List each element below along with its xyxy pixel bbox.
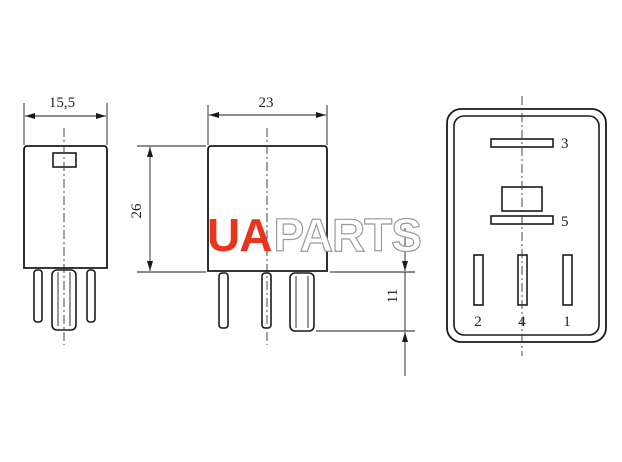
bottom-inner-frame: [453, 115, 600, 336]
front-pin-wide: [289, 272, 315, 332]
front-view: 23 26 11: [129, 95, 415, 376]
height-label: 26: [129, 203, 145, 219]
side-view: 15,5: [23, 95, 108, 345]
front-pin-left: [218, 272, 229, 329]
watermark-ua: UAPARTS: [207, 209, 421, 261]
pin-2-terminal: [473, 254, 484, 306]
front-pin-middle: [261, 272, 272, 329]
pin-2-label: 2: [474, 314, 482, 330]
side-width-label: 15,5: [49, 95, 75, 111]
pin-1-label: 1: [563, 314, 571, 330]
side-pin-right: [86, 269, 96, 323]
watermark-logo: UAPARTS: [207, 208, 423, 261]
pin-5-label: 5: [561, 214, 569, 230]
side-pin-left: [33, 269, 43, 323]
bottom-outer-frame: [446, 108, 607, 343]
pin-3-label: 3: [561, 136, 569, 152]
side-top-tab: [52, 152, 77, 168]
front-width-label: 23: [259, 95, 274, 111]
watermark-ua-text: UA: [207, 209, 271, 261]
pin-4-terminal: [517, 254, 528, 306]
pin-length-label: 11: [385, 289, 401, 303]
pin-1-terminal: [562, 254, 573, 306]
bottom-view: 3 5 2 4 1: [446, 96, 607, 356]
side-body: [23, 145, 108, 269]
watermark-parts-text: PARTS: [273, 209, 421, 261]
